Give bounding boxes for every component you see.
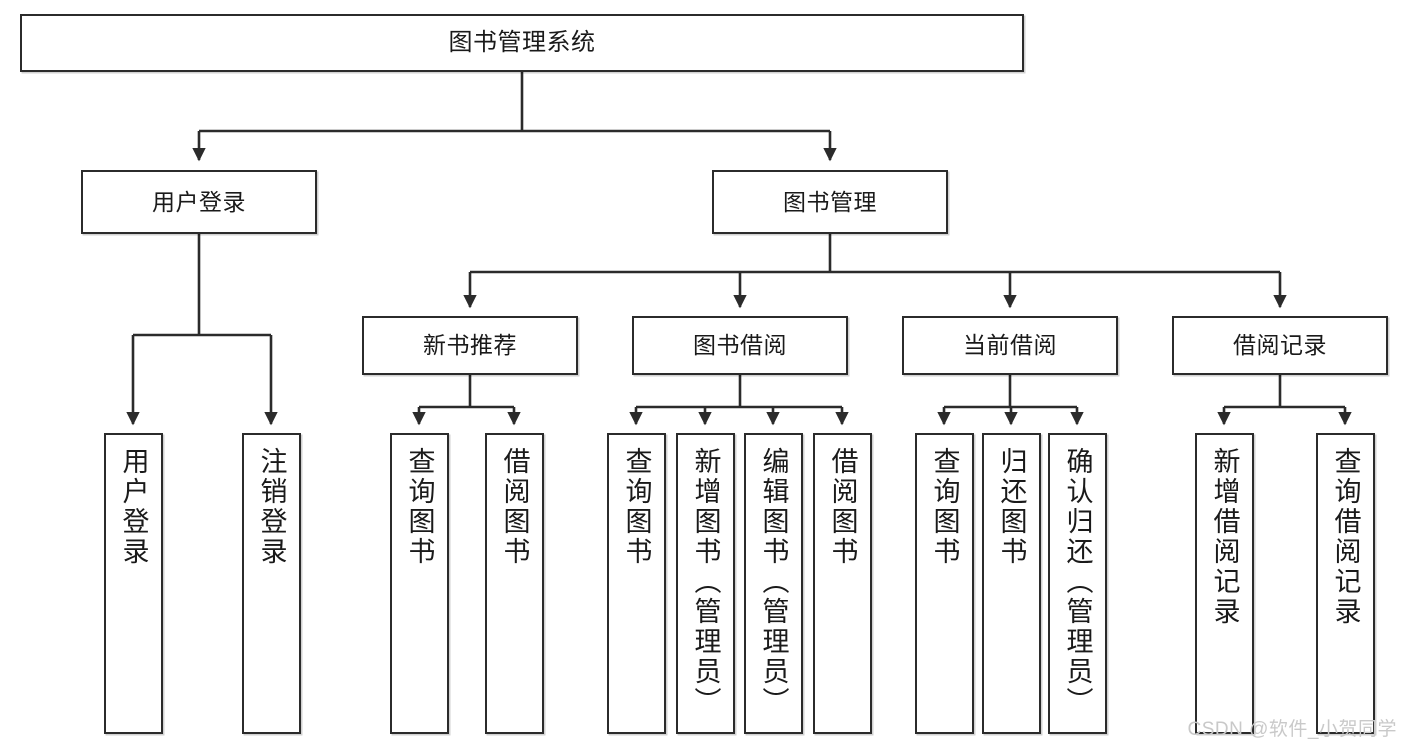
- node-label: 图书管理: [783, 188, 877, 215]
- leaf-query-book-current[interactable]: 查询图书: [915, 433, 974, 734]
- leaf-user-login[interactable]: 用户登录: [104, 433, 163, 734]
- node-label: 查询图书: [621, 447, 652, 567]
- node-book-borrow[interactable]: 图书借阅: [632, 316, 848, 375]
- node-label: 编辑图书（管理员）: [758, 447, 789, 717]
- node-label: 归还图书: [996, 447, 1027, 567]
- leaf-borrow-book-new[interactable]: 借阅图书: [485, 433, 544, 734]
- node-new-book-recommend[interactable]: 新书推荐: [362, 316, 578, 375]
- leaf-query-book[interactable]: 查询图书: [607, 433, 666, 734]
- node-label: 用户登录: [118, 447, 149, 567]
- node-label: 新增图书（管理员）: [690, 447, 721, 717]
- node-current-borrow[interactable]: 当前借阅: [902, 316, 1118, 375]
- node-label: 新增借阅记录: [1209, 447, 1240, 627]
- node-root-system[interactable]: 图书管理系统: [20, 14, 1024, 72]
- node-label: 借阅图书: [827, 447, 858, 567]
- leaf-user-logout[interactable]: 注销登录: [242, 433, 301, 734]
- node-label: 图书管理系统: [448, 29, 596, 57]
- node-borrow-record[interactable]: 借阅记录: [1172, 316, 1388, 375]
- leaf-add-borrow-record[interactable]: 新增借阅记录: [1195, 433, 1254, 734]
- node-label: 用户登录: [152, 188, 246, 215]
- node-label: 借阅记录: [1233, 332, 1327, 359]
- node-label: 当前借阅: [963, 332, 1057, 359]
- node-user-login[interactable]: 用户登录: [81, 170, 317, 234]
- leaf-query-borrow-record[interactable]: 查询借阅记录: [1316, 433, 1375, 734]
- node-label: 图书借阅: [693, 332, 787, 359]
- leaf-return-book[interactable]: 归还图书: [982, 433, 1041, 734]
- leaf-add-book-admin[interactable]: 新增图书（管理员）: [676, 433, 735, 734]
- leaf-query-book-new[interactable]: 查询图书: [390, 433, 449, 734]
- node-label: 借阅图书: [499, 447, 530, 567]
- leaf-borrow-book[interactable]: 借阅图书: [813, 433, 872, 734]
- leaf-edit-book-admin[interactable]: 编辑图书（管理员）: [744, 433, 803, 734]
- node-label: 查询借阅记录: [1330, 447, 1361, 627]
- node-label: 确认归还（管理员）: [1062, 447, 1093, 717]
- node-label: 新书推荐: [423, 332, 517, 359]
- node-label: 查询图书: [404, 447, 435, 567]
- node-label: 注销登录: [256, 447, 287, 567]
- node-book-management[interactable]: 图书管理: [712, 170, 948, 234]
- leaf-confirm-return-admin[interactable]: 确认归还（管理员）: [1048, 433, 1107, 734]
- node-label: 查询图书: [929, 447, 960, 567]
